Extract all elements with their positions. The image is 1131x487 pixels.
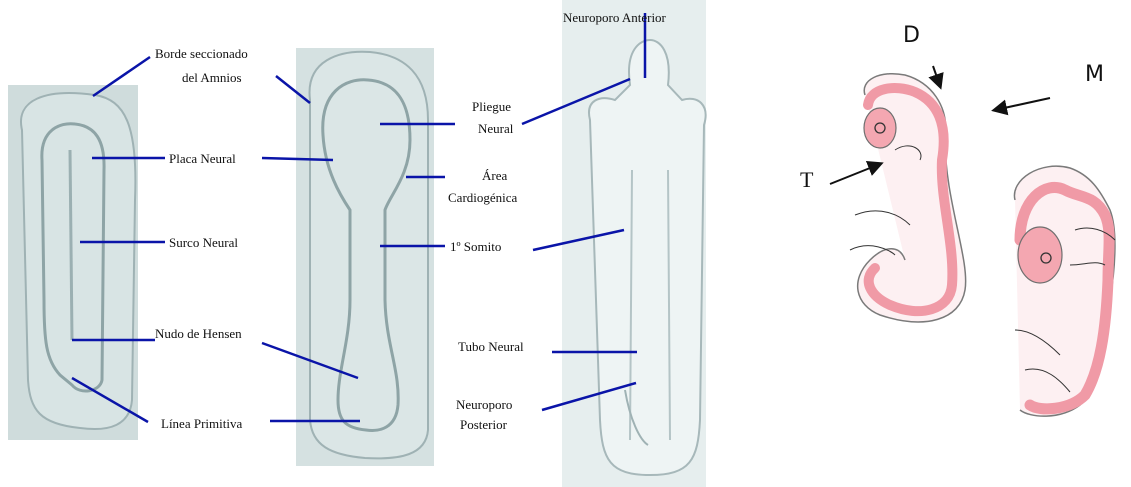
label-cardiogenica: Cardiogénica (448, 190, 518, 205)
panel-1-neural-groove (70, 150, 72, 340)
label-placa-neural: Placa Neural (169, 151, 236, 166)
panel-3-embryo-outline (589, 40, 706, 475)
panel-2-embryo-outline (310, 52, 428, 459)
marker-m: M (1085, 62, 1104, 87)
marker-t: T (800, 167, 814, 192)
label-pliegue: Pliegue (472, 99, 511, 114)
label-neural: Neural (478, 121, 514, 136)
label-tubo-neural: Tubo Neural (458, 339, 524, 354)
label-linea-primitiva: Línea Primitiva (161, 416, 242, 431)
label-surco-neural: Surco Neural (169, 235, 238, 250)
label-nudo-hensen: Nudo de Hensen (155, 326, 242, 341)
embryo-2-head (1018, 227, 1062, 283)
arrow-t (830, 164, 880, 184)
marker-d: D (903, 23, 920, 48)
label-del-amnios: del Amnios (182, 70, 242, 85)
label-posterior: Posterior (460, 417, 508, 432)
label-area: Área (482, 168, 507, 183)
arrow-d (933, 66, 940, 86)
label-neuroporo: Neuroporo (456, 397, 512, 412)
embryo-1-head (864, 108, 896, 148)
label-borde-seccionado: Borde seccionado (155, 46, 248, 61)
label-neuroporo-anterior: Neuroporo Anterior (563, 10, 667, 25)
panel-1-embryo-outline (21, 93, 135, 429)
label-primer-somito: 1º Somito (450, 239, 501, 254)
arrow-m (995, 98, 1050, 110)
